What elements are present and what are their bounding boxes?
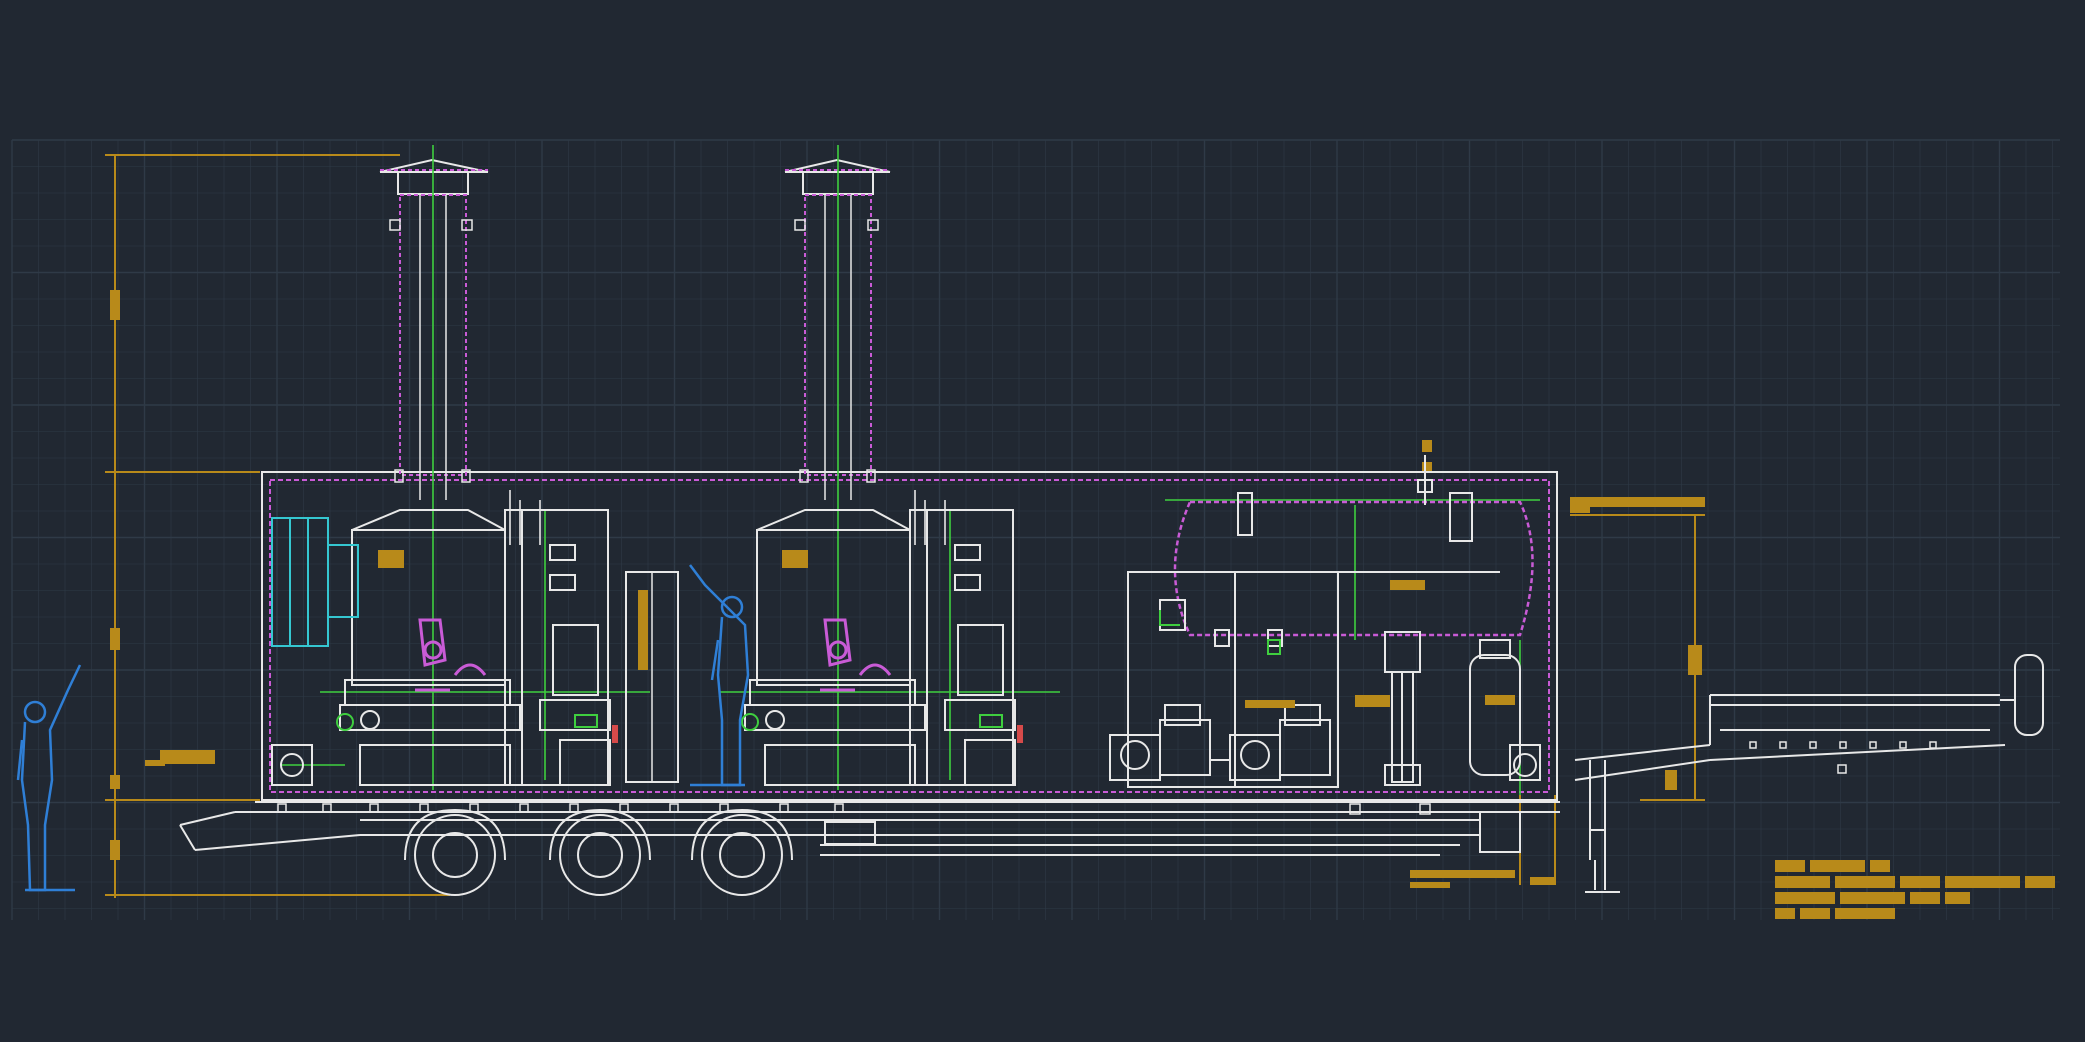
- fan-icon: [271, 517, 359, 647]
- dimension-label-blocks: [110, 290, 1705, 888]
- boiler-2: [744, 490, 1023, 786]
- junction-circle: [271, 744, 313, 786]
- pump-icon: [1109, 631, 1541, 786]
- trailer-small-boxes: [277, 741, 1937, 815]
- tank-icon: [1127, 455, 1534, 788]
- person-figure-icon: [16, 564, 750, 892]
- centerlines: [280, 145, 1540, 795]
- boiler-1: [339, 490, 618, 786]
- container-body: [261, 471, 1558, 801]
- trailer-chassis: [179, 654, 2044, 893]
- wheel-icon: [404, 808, 793, 896]
- valve-clusters: [336, 610, 1281, 731]
- title-block: [1775, 860, 2055, 919]
- pump-label-blocks: [1245, 695, 1515, 708]
- control-cabinet: [625, 571, 679, 783]
